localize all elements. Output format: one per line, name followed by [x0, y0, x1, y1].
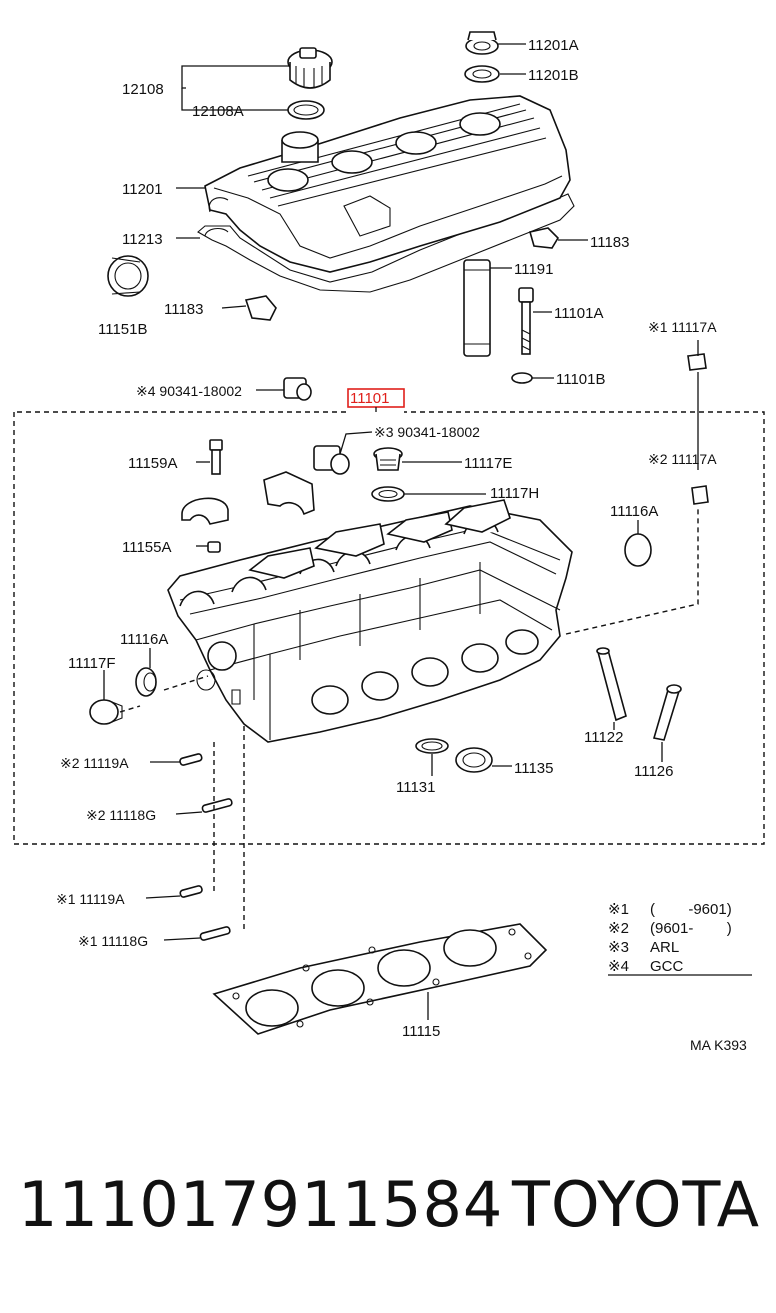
label-11131: 11131: [396, 779, 436, 796]
label-11117E: 11117E: [464, 455, 512, 472]
drawing-code: MA K393: [690, 1037, 747, 1053]
label-90341-4: ※4 90341-18002: [136, 383, 242, 399]
label-11101-highlighted: 11101: [350, 390, 390, 407]
note-text: ARL: [650, 939, 679, 956]
note-row: ※1 ( -9601): [608, 901, 732, 918]
ring-11135: [455, 747, 493, 773]
label-11116A-left: 11116A: [120, 631, 168, 648]
label-11151B: 11151B: [98, 321, 148, 338]
note-mark: ※4: [608, 958, 629, 975]
note-row: ※4 GCC: [608, 958, 684, 975]
label-11101A: 11101A: [554, 305, 604, 322]
label-11213: 11213: [122, 231, 163, 248]
label-11117A-2: ※2 11117A: [648, 451, 717, 467]
label-11201A: 11201A: [528, 37, 579, 54]
oil-filler-cap: [287, 47, 333, 89]
guide-11122: [597, 649, 627, 722]
guide-11126: [652, 686, 682, 741]
label-11101B: 11101B: [556, 371, 606, 388]
label-11119A-2: ※2 11119A: [60, 755, 129, 771]
camshaft-bearing-cap: [263, 471, 315, 516]
pin-11118G-2: [201, 798, 233, 813]
label-11116A-right: 11116A: [610, 503, 658, 520]
label-11191: 11191: [514, 261, 554, 278]
gasket-11117H: [371, 486, 405, 502]
plug-11117E: [373, 447, 403, 471]
pin-11119A-2: [179, 753, 203, 766]
note-mark: ※3: [608, 939, 629, 956]
note-mark: ※1: [608, 901, 629, 918]
bottom-caption: 111017911584 TOYOTA: [18, 1168, 768, 1258]
note-row: ※3 ARL: [608, 939, 679, 956]
spark-plug-tube: [463, 259, 491, 357]
grommet-11201A: [465, 31, 499, 55]
note-text: GCC: [650, 958, 684, 975]
label-12108A: 12108A: [192, 103, 244, 120]
label-11119A-1: ※1 11119A: [56, 891, 125, 907]
label-12108: 12108: [122, 81, 164, 98]
plug-11117A-2: [691, 485, 709, 505]
label-11118G-2: ※2 11118G: [86, 807, 156, 823]
label-11126: 11126: [634, 763, 674, 780]
label-11117F: 11117F: [68, 655, 116, 672]
part-labels: 12108 12108A 11201A 11201B 11201 11213 1…: [56, 37, 747, 1053]
notes-legend: ※1 ( -9601) ※2 (9601- ) ※3 ARL ※4 GCC: [608, 901, 752, 976]
leader-lines: [103, 43, 699, 1020]
label-11201B: 11201B: [528, 67, 579, 84]
note-text: ( -9601): [650, 901, 732, 918]
plug-90341-upper: [283, 377, 312, 401]
note-text: (9601- ): [650, 920, 732, 937]
label-11201: 11201: [122, 181, 163, 198]
plug-11116A-right: [624, 533, 652, 567]
washer-11101B: [511, 372, 533, 384]
bolt-11159A: [209, 439, 223, 475]
label-11115: 11115: [402, 1023, 440, 1040]
plug-11117A-1: [687, 353, 707, 371]
part-number: 111017911584: [18, 1168, 504, 1241]
gasket-11201B: [464, 65, 500, 83]
plug-11116A-left: [135, 667, 157, 697]
label-11122: 11122: [584, 729, 624, 746]
bolt-11101A: [518, 287, 534, 355]
plug-11117F: [89, 699, 123, 725]
label-11117A-1: ※1 11117A: [648, 319, 717, 335]
oil-seal-11151B: [107, 255, 149, 297]
bearing-cap-half: [181, 497, 229, 525]
half-moon-plug-left: [244, 295, 277, 321]
assembly-boundary: [13, 411, 765, 845]
label-11183-left: 11183: [164, 301, 204, 318]
plug-90341-lower: [313, 445, 350, 475]
note-row: ※2 (9601- ): [608, 920, 732, 937]
cylinder-head-cover: [197, 95, 575, 293]
pin-11155A: [207, 541, 221, 553]
label-11117H: 11117H: [490, 485, 539, 502]
label-11159A: 11159A: [128, 455, 178, 472]
label-11183-right: 11183: [590, 234, 630, 251]
label-11135: 11135: [514, 760, 554, 777]
head-gasket: [212, 923, 548, 1035]
gasket-11131: [415, 738, 449, 754]
brand-name: TOYOTA: [511, 1168, 760, 1241]
pin-11119A-1: [179, 885, 203, 898]
label-11155A: 11155A: [122, 539, 172, 556]
pin-11118G-1: [199, 926, 231, 941]
cylinder-head: [167, 499, 573, 743]
label-90341-3: ※3 90341-18002: [374, 424, 480, 440]
half-moon-plug-right: [528, 227, 560, 249]
label-11118G-1: ※1 11118G: [78, 933, 148, 949]
note-mark: ※2: [608, 920, 629, 937]
filler-cap-gasket: [287, 100, 325, 120]
